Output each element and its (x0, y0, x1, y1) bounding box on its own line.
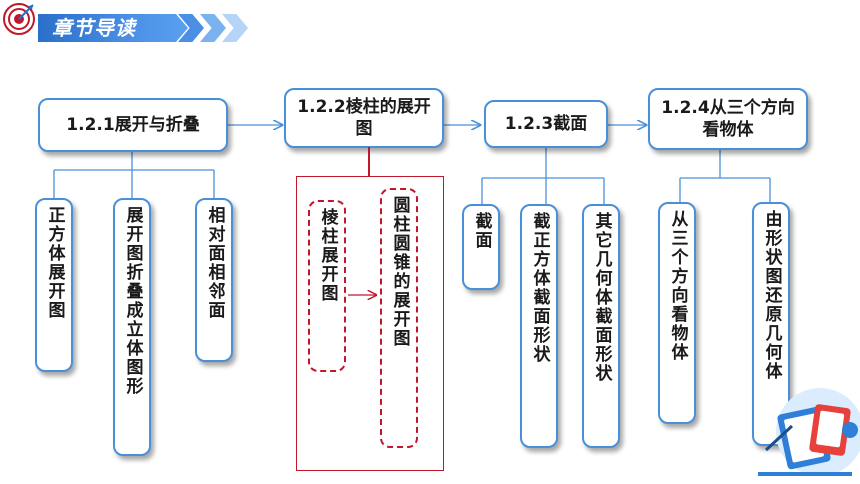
page-title: 章节导读 (52, 16, 136, 40)
section-box-2: 1.2.2棱柱的展开图 (284, 88, 444, 148)
subtopic-box: 其它几何体截面形状 (582, 204, 620, 448)
subtopic-box: 正方体展开图 (35, 198, 73, 372)
subtopic-label: 截面 (471, 212, 492, 250)
subtopic-label: 由形状图还原几何体 (761, 210, 782, 381)
section-box-4: 1.2.4从三个方向看物体 (648, 88, 808, 150)
target-icon (3, 3, 35, 35)
section-label: 1.2.4从三个方向看物体 (661, 98, 795, 140)
highlight-frame (296, 176, 444, 471)
subtopic-label: 展开图折叠成立体图形 (122, 206, 143, 396)
subtopic-label: 截正方体截面形状 (529, 212, 550, 364)
section-label: 1.2.1展开与折叠 (66, 115, 200, 135)
subtopic-label: 从三个方向看物体 (667, 210, 688, 362)
subtopic-box: 截正方体截面形状 (520, 204, 558, 448)
subtopic-label: 正方体展开图 (44, 206, 65, 320)
subtopic-box: 由形状图还原几何体 (752, 202, 790, 446)
subtopic-box: 棱柱展开图 (308, 200, 346, 372)
section-box-3: 1.2.3截面 (484, 100, 608, 148)
title-banner (38, 14, 188, 42)
section-label: 1.2.2棱柱的展开图 (297, 97, 431, 139)
section-label: 1.2.3截面 (504, 114, 588, 134)
subtopic-box: 圆柱圆锥的展开图 (380, 188, 418, 448)
subtopic-box: 相对面相邻面 (195, 198, 233, 362)
subtopic-label: 其它几何体截面形状 (591, 212, 612, 383)
highlight-connector (368, 147, 370, 177)
subtopic-box: 从三个方向看物体 (658, 202, 696, 424)
subtopic-label: 相对面相邻面 (204, 206, 225, 320)
subtopic-label: 棱柱展开图 (317, 208, 338, 303)
section-box-1: 1.2.1展开与折叠 (38, 98, 228, 152)
subtopic-box: 截面 (462, 204, 500, 290)
subtopic-box: 展开图折叠成立体图形 (113, 198, 151, 456)
subtopic-label: 圆柱圆锥的展开图 (389, 196, 410, 348)
decoration-illustration (758, 388, 860, 476)
